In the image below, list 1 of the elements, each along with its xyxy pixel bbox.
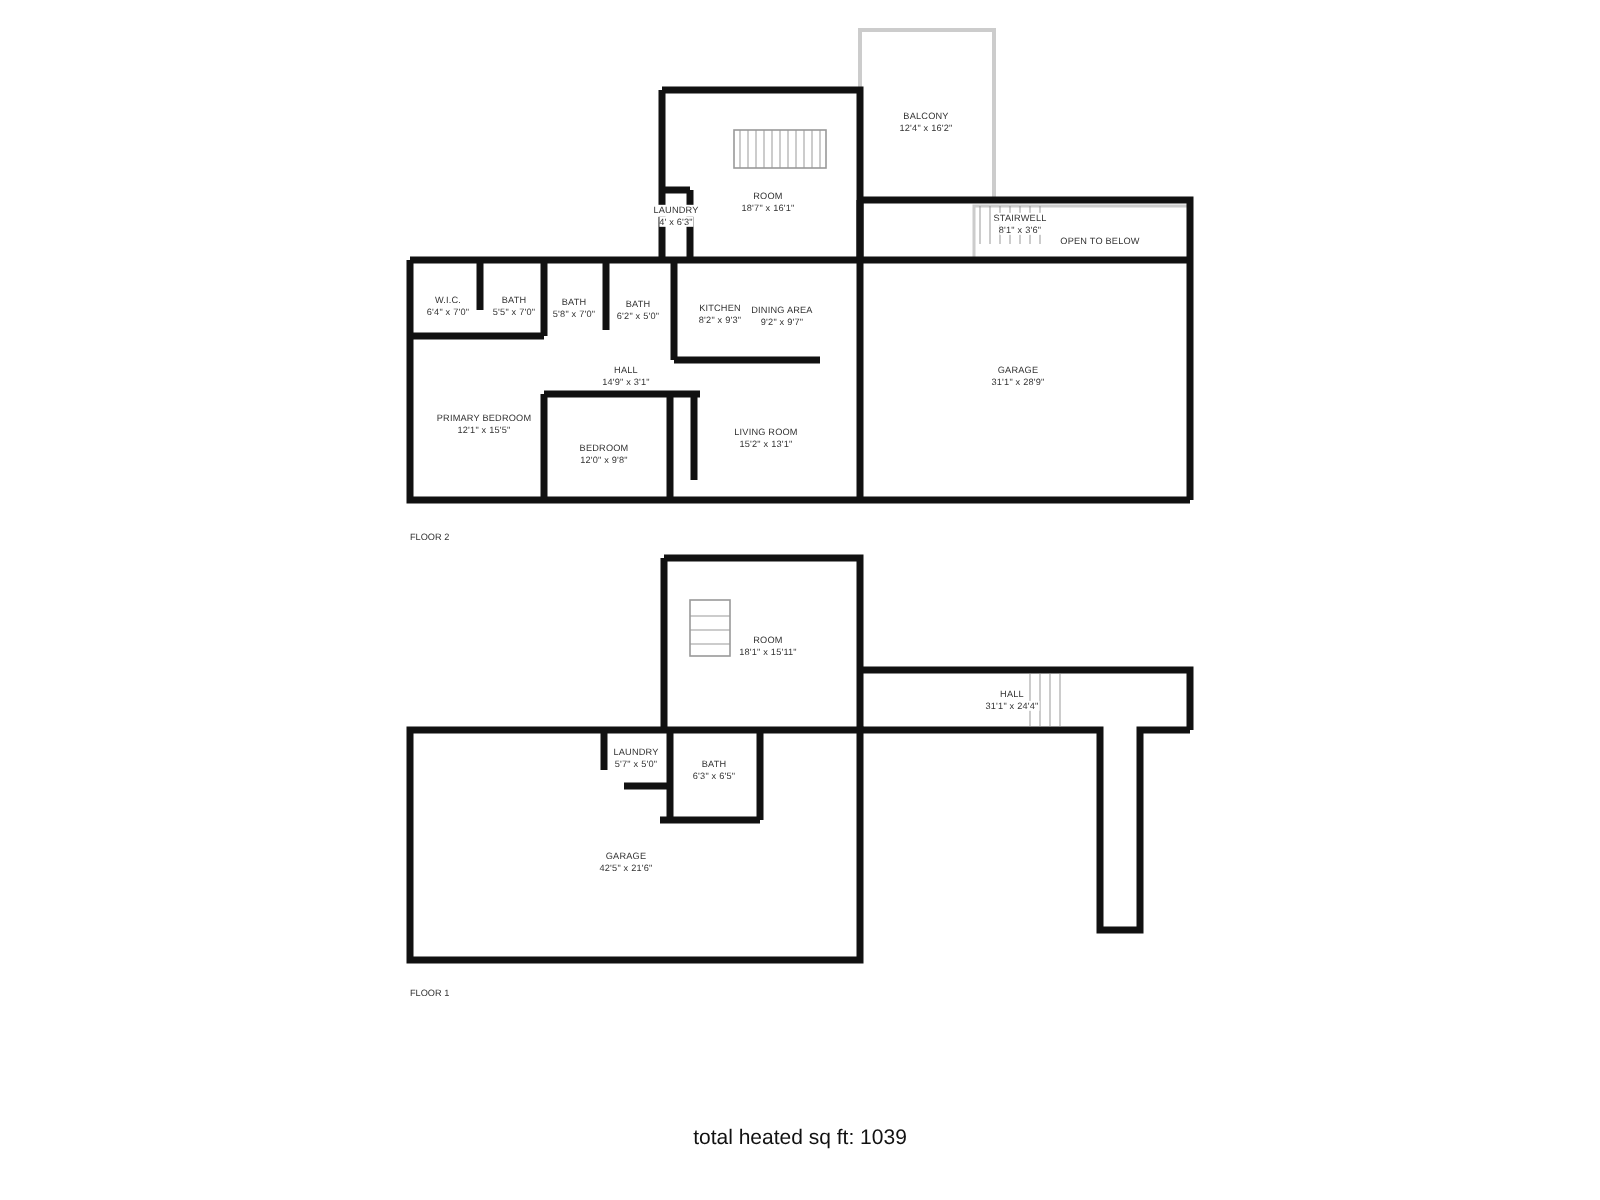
caption: total heated sq ft: 1039: [693, 1126, 907, 1150]
